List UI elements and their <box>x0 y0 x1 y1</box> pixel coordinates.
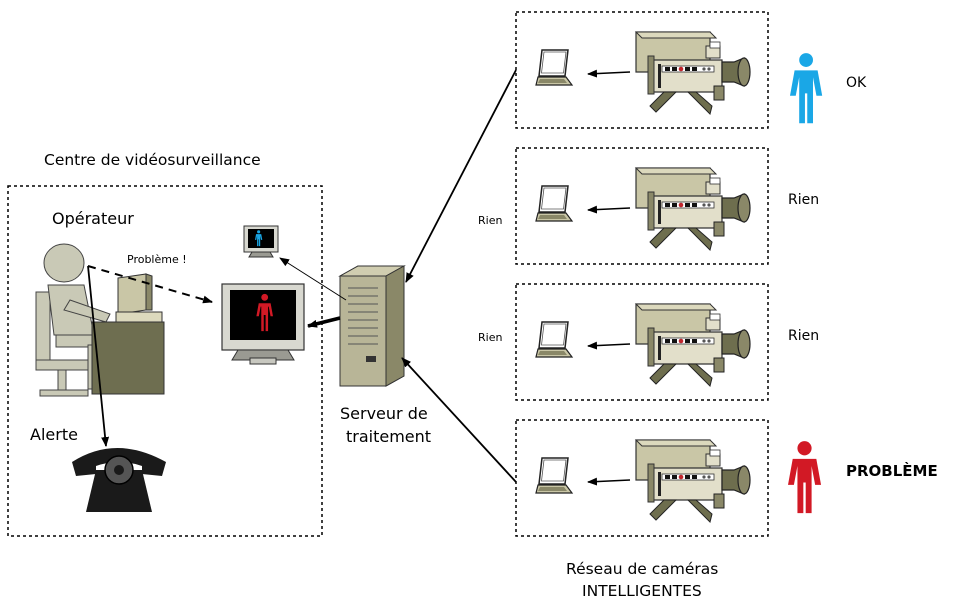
operator-gaze-dashed-arrow <box>87 265 213 304</box>
server-to-main-monitor-arrow <box>307 316 341 328</box>
server-to-small-monitor-arrow <box>279 257 347 301</box>
camera-box-3 <box>515 283 769 401</box>
camera-box-1 <box>515 11 769 129</box>
camera2-left-label: Rien <box>478 214 503 227</box>
server-icon <box>338 265 406 387</box>
camera3-left-label: Rien <box>478 331 503 344</box>
camera4-to-server-arrow <box>401 357 517 483</box>
camera2-status-label: Rien <box>788 192 820 208</box>
operator-label: Opérateur <box>52 209 134 228</box>
person-probleme-red-icon <box>788 441 822 514</box>
alerte-label: Alerte <box>30 425 78 444</box>
server-label-line2: traitement <box>346 427 432 446</box>
operator-to-phone-arrow <box>87 265 110 447</box>
centre-title: Centre de vidéosurveillance <box>44 151 261 169</box>
camera3-status-label: Rien <box>788 328 820 344</box>
person-ok-blue-icon <box>790 53 823 124</box>
centre-box <box>7 185 323 537</box>
probleme-speech-label: Problème ! <box>127 253 187 266</box>
network-label-line2: INTELLIGENTES <box>582 582 702 600</box>
camera1-status-label: OK <box>846 75 867 91</box>
small-monitor <box>243 225 279 258</box>
server-label-line1: Serveur de <box>340 404 428 423</box>
operator-figure <box>35 243 165 397</box>
camera-box-2 <box>515 147 769 265</box>
phone-icon <box>72 448 166 512</box>
camera1-to-server-arrow <box>405 69 517 283</box>
camera4-status-label: PROBLÈME <box>846 462 938 480</box>
network-label-line1: Réseau de caméras <box>566 560 719 578</box>
camera-box-4 <box>515 419 769 537</box>
